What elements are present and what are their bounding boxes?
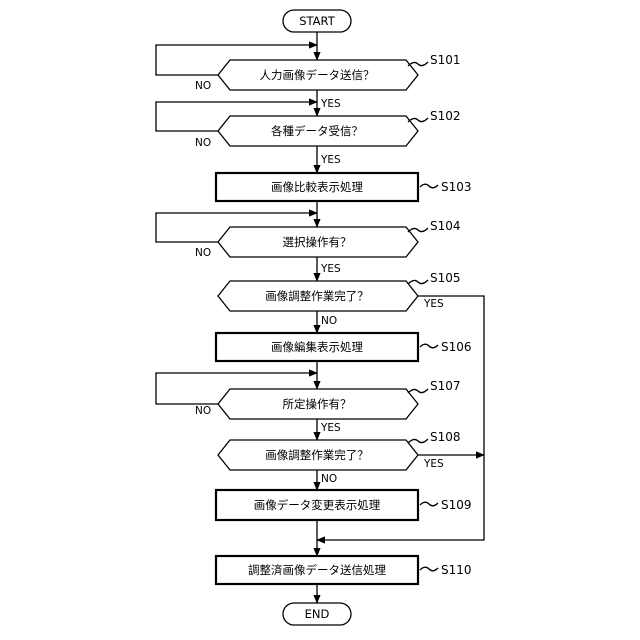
label-s104-no: NO <box>195 247 211 259</box>
process-s110: 調整済画像データ送信処理 <box>216 556 418 584</box>
leader-s107 <box>408 389 428 393</box>
label-s102-yes: YES <box>320 154 341 166</box>
decision-s102-label: 各種データ受信？ <box>271 124 363 138</box>
leader-s106 <box>420 344 438 348</box>
step-s108: S108 <box>430 430 461 444</box>
process-s109: 画像データ変更表示処理 <box>216 490 418 520</box>
terminal-end: END <box>283 603 351 625</box>
leader-s104 <box>408 228 428 232</box>
label-s102-no: NO <box>195 137 211 149</box>
terminal-start: START <box>283 10 351 32</box>
label-s105-yes: YES <box>423 298 444 310</box>
label-s101-yes: YES <box>320 98 341 110</box>
process-s110-label: 調整済画像データ送信処理 <box>248 563 386 577</box>
process-s106-label: 画像編集表示処理 <box>271 340 363 354</box>
step-s106: S106 <box>441 340 472 354</box>
step-s107: S107 <box>430 379 461 393</box>
decision-s105-label: 画像調整作業完了？ <box>265 289 369 303</box>
decision-s104-label: 選択操作有？ <box>283 235 352 249</box>
decision-s101: 人力画像データ送信？ <box>218 60 418 90</box>
process-s109-label: 画像データ変更表示処理 <box>254 498 381 512</box>
process-s103-label: 画像比較表示処理 <box>271 180 363 194</box>
process-s103: 画像比較表示処理 <box>216 173 418 201</box>
step-s109: S109 <box>441 498 472 512</box>
decision-s108-label: 画像調整作業完了？ <box>265 448 369 462</box>
label-s101-no: NO <box>195 80 211 92</box>
label-s107-no: NO <box>195 405 211 417</box>
decision-s107-label: 所定操作有？ <box>283 397 352 411</box>
label-s108-no: NO <box>321 473 337 485</box>
label-s108-yes: YES <box>423 458 444 470</box>
leader-s105 <box>408 280 428 284</box>
decision-s101-label: 人力画像データ送信？ <box>260 68 375 82</box>
decision-s108: 画像調整作業完了？ <box>218 440 418 470</box>
leader-s109 <box>420 502 438 506</box>
step-s102: S102 <box>430 109 461 123</box>
step-s104: S104 <box>430 219 461 233</box>
decision-s107: 所定操作有？ <box>218 389 418 419</box>
step-s103: S103 <box>441 180 472 194</box>
step-s110: S110 <box>441 563 472 577</box>
label-s105-no: NO <box>321 315 337 327</box>
label-s107-yes: YES <box>320 422 341 434</box>
leader-s108 <box>408 439 428 443</box>
leader-s103 <box>420 184 438 188</box>
terminal-start-label: START <box>299 14 335 28</box>
decision-s102: 各種データ受信？ <box>218 116 418 146</box>
decision-s105: 画像調整作業完了？ <box>218 281 418 311</box>
decision-s104: 選択操作有？ <box>218 227 418 257</box>
label-s104-yes: YES <box>320 263 341 275</box>
step-s101: S101 <box>430 53 461 67</box>
leader-s110 <box>420 567 438 571</box>
process-s106: 画像編集表示処理 <box>216 333 418 361</box>
terminal-end-label: END <box>305 607 330 621</box>
step-s105: S105 <box>430 271 461 285</box>
